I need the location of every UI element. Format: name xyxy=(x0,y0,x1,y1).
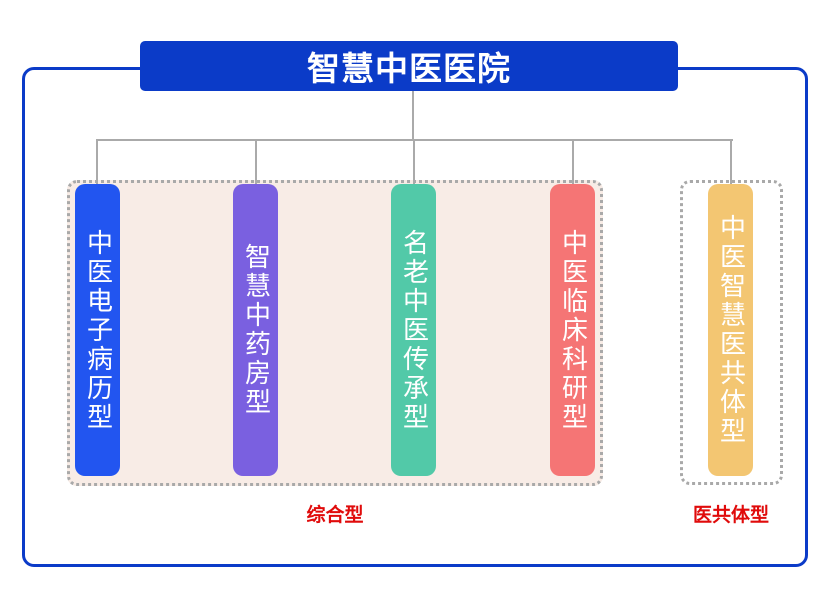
node-label: 中医电子病历型 xyxy=(82,228,113,432)
connector-trunk xyxy=(412,91,414,141)
group-label-medical-alliance: 医共体型 xyxy=(692,504,770,526)
node-label: 智慧中药房型 xyxy=(240,243,271,417)
group-comprehensive xyxy=(67,180,603,486)
title-text: 智慧中医医院 xyxy=(307,49,511,88)
node-emr: 中医电子病历型 xyxy=(75,184,120,476)
node-label: 中医临床科研型 xyxy=(557,228,588,432)
connector-drop xyxy=(255,139,257,185)
node-label: 名老中医传承型 xyxy=(398,228,429,432)
node-smart-pharmacy: 智慧中药房型 xyxy=(233,184,278,476)
group-label-comprehensive: 综合型 xyxy=(306,504,364,526)
connector-drop xyxy=(730,139,732,185)
node-medical-alliance: 中医智慧医共体型 xyxy=(708,184,753,476)
node-clinical-research: 中医临床科研型 xyxy=(550,184,595,476)
connector-drop xyxy=(572,139,574,185)
connector-drop xyxy=(413,139,415,185)
connector-drop xyxy=(96,139,98,185)
root-node-title: 智慧中医医院 xyxy=(140,41,678,91)
node-label: 中医智慧医共体型 xyxy=(715,214,746,446)
node-inheritance: 名老中医传承型 xyxy=(391,184,436,476)
